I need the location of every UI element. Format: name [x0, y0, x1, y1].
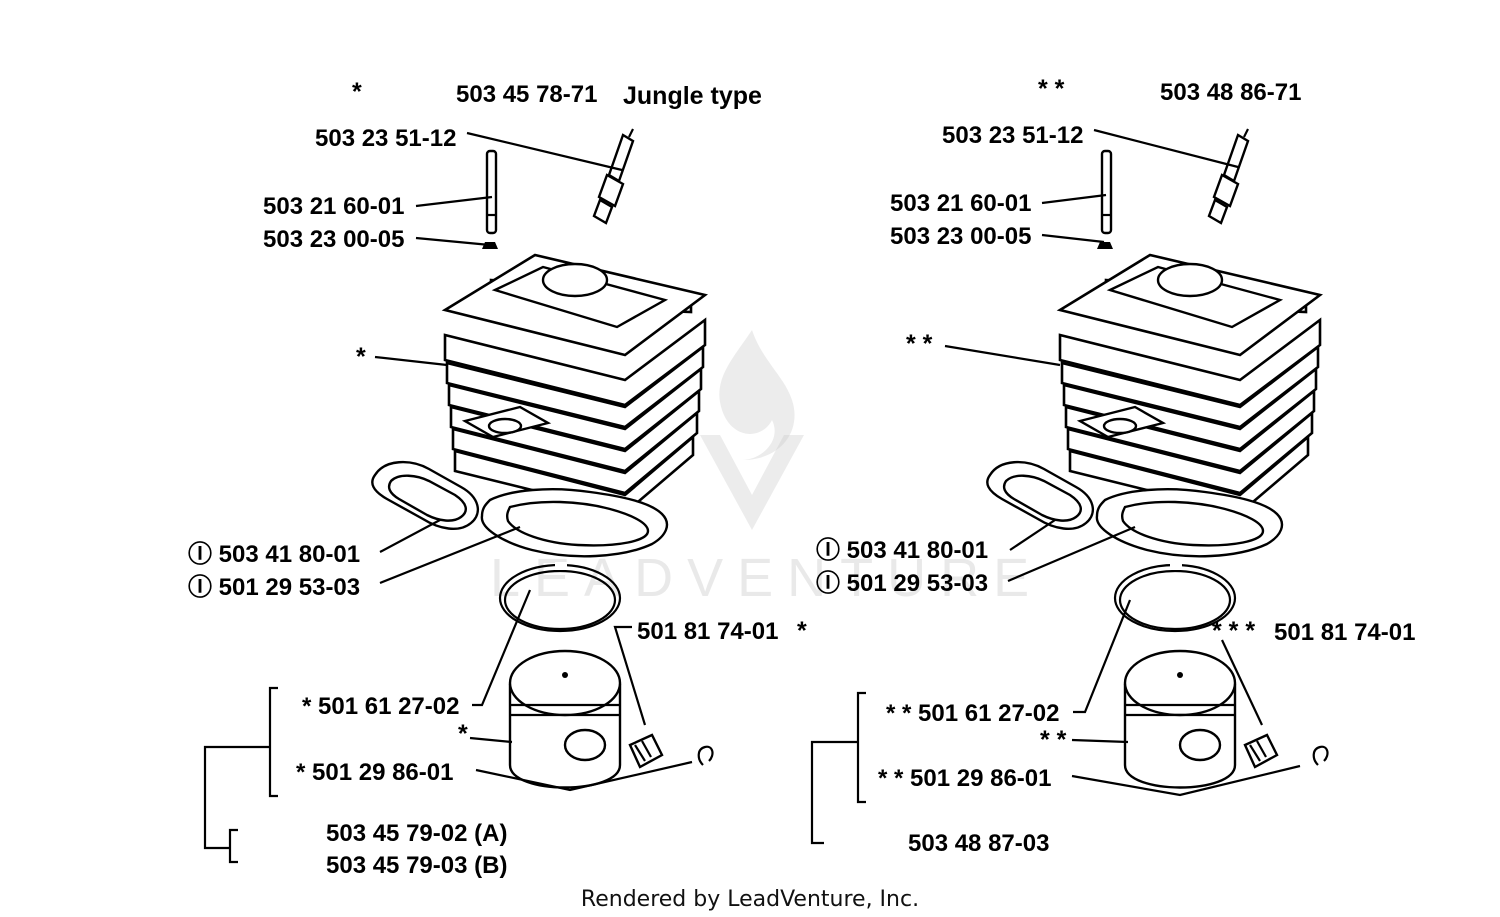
left-washer-label: 503 23 00-05 [263, 226, 404, 253]
watermark-text: LEADVENTURE [490, 548, 1043, 608]
leadventure-logo-icon [700, 330, 804, 530]
left-title-marker: * [352, 78, 362, 106]
right-washer-label: 503 23 00-05 [890, 223, 1031, 250]
left-piston-group-label: * 501 61 27-02 [302, 693, 459, 720]
right-bearing-label: 501 81 74-01 [1274, 619, 1415, 646]
left-title-note: Jungle type [623, 82, 762, 110]
footer-credit: Rendered by LeadVenture, Inc. [581, 887, 919, 912]
left-title-part: 503 45 78-71 [456, 81, 597, 108]
right-title-marker: * * [1038, 75, 1065, 103]
left-kit-a-label: 503 45 79-02 (A) [326, 820, 507, 847]
left-stud-label: 503 21 60-01 [263, 193, 404, 220]
right-bracket [810, 691, 866, 845]
right-assembly: * * 503 48 86-71 503 23 51-12 503 21 60-… [810, 75, 1415, 857]
right-kit-label: 503 48 87-03 [908, 830, 1049, 857]
left-kit-b-label: 503 45 79-03 (B) [326, 852, 507, 879]
right-piston-group-label: * * 501 61 27-02 [886, 700, 1059, 727]
right-piston-marker: * * [1040, 726, 1067, 754]
left-exhaust-gasket-label: Ⓘ 503 41 80-01 [188, 540, 360, 568]
left-assembly: * 503 45 78-71 Jungle type 503 23 51-12 … [188, 78, 807, 879]
right-base-gasket-label: Ⓘ 501 29 53-03 [816, 569, 988, 597]
left-base-gasket-label: Ⓘ 501 29 53-03 [188, 573, 360, 601]
right-stud-label: 503 21 60-01 [890, 190, 1031, 217]
left-spark-plug-label: 503 23 51-12 [315, 125, 456, 152]
left-bearing-label: 501 81 74-01 [637, 618, 778, 645]
watermark: LEADVENTURE [490, 330, 1043, 608]
right-ring-label: * * 501 29 86-01 [878, 765, 1051, 792]
left-cylinder-marker: * [356, 343, 366, 371]
left-ring-label: * 501 29 86-01 [296, 759, 453, 786]
right-bearing-marker: * * * [1212, 617, 1255, 645]
right-spark-plug-label: 503 23 51-12 [942, 122, 1083, 149]
left-bracket [203, 686, 278, 864]
right-exhaust-gasket-label: Ⓘ 503 41 80-01 [816, 536, 988, 564]
left-piston-marker: * [458, 720, 468, 748]
right-cylinder-marker: * * [906, 330, 933, 358]
left-bearing-marker: * [797, 617, 807, 645]
right-title-part: 503 48 86-71 [1160, 79, 1301, 106]
